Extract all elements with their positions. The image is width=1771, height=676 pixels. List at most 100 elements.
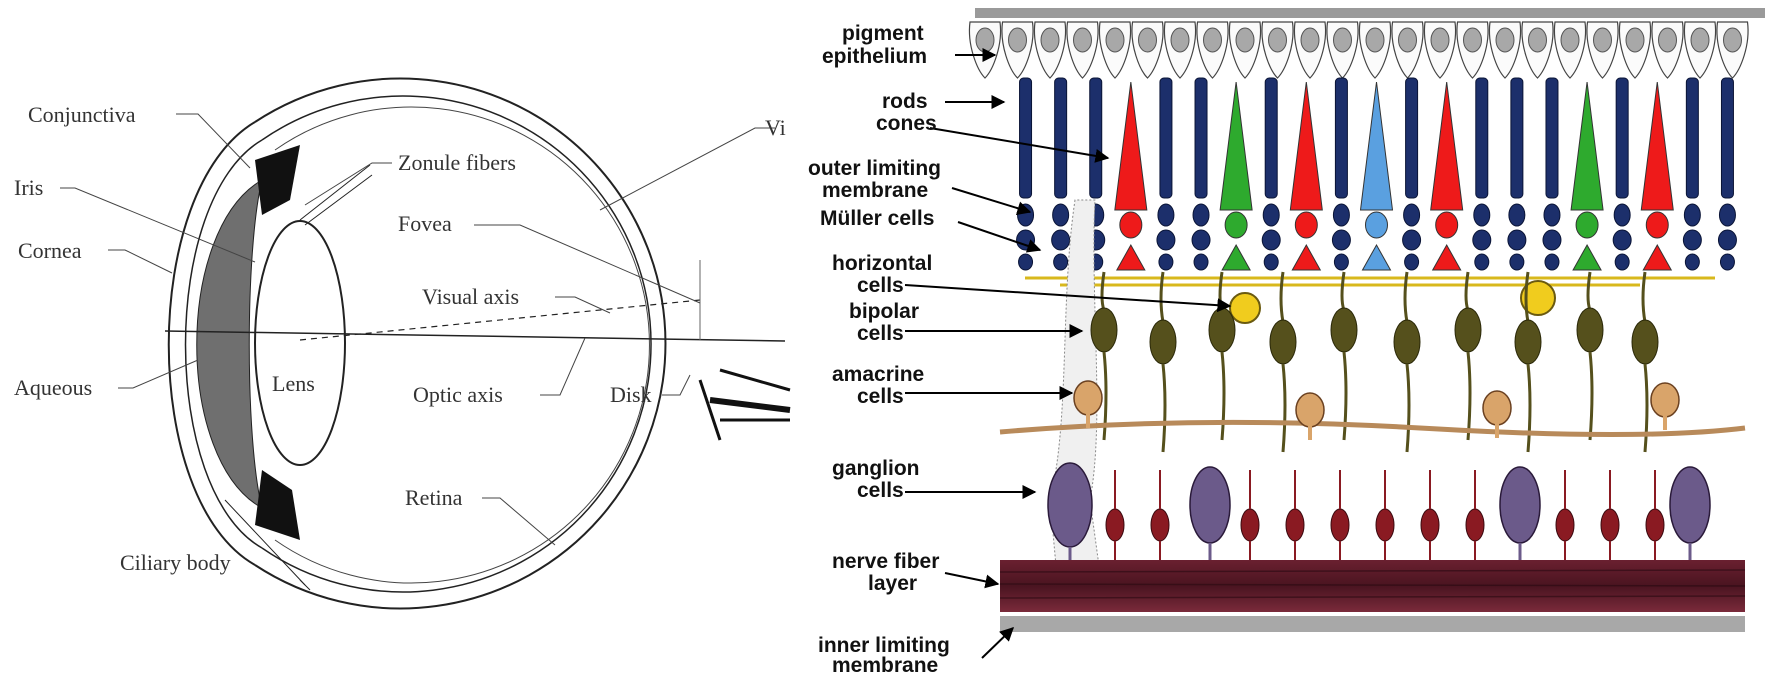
horizontal-cell bbox=[1230, 293, 1260, 323]
rod-outer-segment bbox=[1616, 78, 1628, 198]
aqueous-chamber bbox=[197, 180, 262, 508]
rod-outer-segment bbox=[1055, 78, 1067, 198]
rod-terminal bbox=[1545, 254, 1559, 270]
label-vitreous-partial: Vi bbox=[765, 115, 786, 140]
top-band bbox=[975, 8, 1765, 18]
rod-outer-segment bbox=[1195, 78, 1207, 198]
pigment-nucleus bbox=[1269, 28, 1287, 52]
label-lens: Lens bbox=[272, 371, 315, 396]
rod-nucleus bbox=[1683, 230, 1701, 250]
rod-nucleus bbox=[1614, 204, 1630, 226]
cone-blue-nucleus bbox=[1366, 212, 1388, 238]
rod-nucleus bbox=[1333, 204, 1349, 226]
rod-nucleus bbox=[1718, 230, 1736, 250]
bipolar-dendrite bbox=[1643, 272, 1645, 322]
small-ganglion-cell bbox=[1556, 509, 1574, 541]
pigment-nucleus bbox=[1464, 28, 1482, 52]
bipolar-dendrite bbox=[1588, 272, 1590, 310]
rod-outer-segment bbox=[1406, 78, 1418, 198]
bipolar-dendrite bbox=[1342, 272, 1344, 310]
label-ciliary-body: Ciliary body bbox=[120, 550, 231, 575]
label-cones: cones bbox=[876, 112, 937, 135]
label-bipolar-1: bipolar bbox=[849, 300, 919, 323]
pigment-nucleus bbox=[976, 28, 994, 52]
cone-red-nucleus bbox=[1120, 212, 1142, 238]
rod-terminal bbox=[1615, 254, 1629, 270]
ganglion-cell bbox=[1190, 467, 1230, 543]
bipolar-axon bbox=[1407, 364, 1409, 452]
label-rods: rods bbox=[882, 90, 928, 113]
cone-red-pedicle bbox=[1433, 245, 1461, 270]
pigment-nucleus bbox=[1496, 28, 1514, 52]
bipolar-dendrite bbox=[1220, 272, 1222, 310]
rod-nucleus bbox=[1262, 230, 1280, 250]
label-amacrine-1: amacrine bbox=[832, 363, 924, 386]
pigment-epithelium-row bbox=[969, 22, 1748, 78]
bipolar-dendrite bbox=[1161, 272, 1163, 322]
rod-outer-segment bbox=[1476, 78, 1488, 198]
bipolar-cell bbox=[1270, 320, 1296, 364]
label-horizontal-1: horizontal bbox=[832, 252, 932, 275]
small-ganglion-cell bbox=[1286, 509, 1304, 541]
rod-outer-segment bbox=[1335, 78, 1347, 198]
cone-red-nucleus bbox=[1646, 212, 1668, 238]
small-ganglion-cell bbox=[1241, 509, 1259, 541]
rod-nucleus bbox=[1263, 204, 1279, 226]
label-amacrine-2: cells bbox=[857, 385, 904, 408]
rod-outer-segment bbox=[1265, 78, 1277, 198]
photoreceptor-row bbox=[1017, 78, 1737, 270]
rod-nucleus bbox=[1193, 204, 1209, 226]
bipolar-cell bbox=[1150, 320, 1176, 364]
pigment-nucleus bbox=[1074, 28, 1092, 52]
pigment-nucleus bbox=[1236, 28, 1254, 52]
ganglion-cell bbox=[1670, 467, 1710, 543]
rod-nucleus bbox=[1474, 204, 1490, 226]
rod-outer-segment bbox=[1686, 78, 1698, 198]
amacrine-cell bbox=[1651, 383, 1679, 417]
pigment-nucleus bbox=[1691, 28, 1709, 52]
cone-green-pedicle bbox=[1222, 245, 1250, 270]
pigment-nucleus bbox=[1431, 28, 1449, 52]
cone-red-outer-segment bbox=[1431, 82, 1463, 210]
bipolar-axon bbox=[1283, 364, 1285, 452]
bipolar-cell bbox=[1209, 308, 1235, 352]
pigment-nucleus bbox=[1301, 28, 1319, 52]
small-ganglion-cell bbox=[1331, 509, 1349, 541]
rod-nucleus bbox=[1018, 204, 1034, 226]
small-ganglion-cell bbox=[1151, 509, 1169, 541]
rod-terminal bbox=[1720, 254, 1734, 270]
pigment-nucleus bbox=[1204, 28, 1222, 52]
bipolar-dendrite bbox=[1405, 272, 1407, 322]
pigment-nucleus bbox=[1139, 28, 1157, 52]
ganglion-row bbox=[1048, 463, 1710, 560]
rod-nucleus bbox=[1158, 204, 1174, 226]
rod-nucleus bbox=[1332, 230, 1350, 250]
bipolar-axon bbox=[1528, 364, 1530, 452]
rod-terminal bbox=[1194, 254, 1208, 270]
rod-outer-segment bbox=[1160, 78, 1172, 198]
rod-outer-segment bbox=[1090, 78, 1102, 198]
lens bbox=[255, 221, 345, 465]
bipolar-cell bbox=[1455, 308, 1481, 352]
pigment-nucleus bbox=[1724, 28, 1742, 52]
rod-nucleus bbox=[1509, 204, 1525, 226]
bipolar-cell bbox=[1515, 320, 1541, 364]
amacrine-cell bbox=[1483, 391, 1511, 425]
rod-outer-segment bbox=[1020, 78, 1032, 198]
rod-outer-segment bbox=[1511, 78, 1523, 198]
label-nerve-fiber-1: nerve fiber bbox=[832, 550, 939, 573]
bipolar-dendrite bbox=[1466, 272, 1468, 310]
rod-terminal bbox=[1475, 254, 1489, 270]
cone-green-nucleus bbox=[1225, 212, 1247, 238]
rod-nucleus bbox=[1544, 204, 1560, 226]
label-conjunctiva: Conjunctiva bbox=[28, 102, 136, 127]
label-nerve-fiber-2: layer bbox=[868, 572, 917, 595]
bipolar-axon bbox=[1222, 352, 1224, 440]
rod-terminal bbox=[1019, 254, 1033, 270]
label-pigment-epithelium-1: pigment bbox=[842, 22, 924, 45]
horizontal-cell-processes bbox=[1025, 278, 1715, 285]
label-disk: Disk bbox=[610, 382, 652, 407]
rod-outer-segment bbox=[1721, 78, 1733, 198]
pigment-nucleus bbox=[1041, 28, 1059, 52]
